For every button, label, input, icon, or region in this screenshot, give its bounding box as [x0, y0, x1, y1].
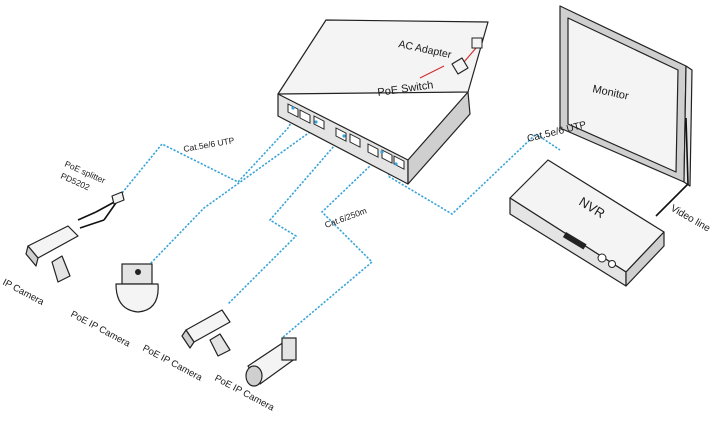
video-line-label: Video line: [669, 203, 713, 235]
box-camera-icon: PoE IP Camera: [141, 309, 231, 384]
switch-ports: [287, 103, 405, 170]
cat-utp-nvr-label: Cat.5e/6 UTP: [526, 120, 588, 145]
dome-camera-icon: PoE IP Camera: [69, 263, 159, 350]
monitor-icon: Monitor: [559, 5, 693, 187]
cable-bullet-camera: [281, 151, 383, 339]
ip-camera-icon: IP Camera: [1, 211, 105, 308]
poe-ip-camera-label-1: PoE IP Camera: [69, 309, 133, 350]
poe-splitter-icon: PoE splitter PD5202: [59, 159, 125, 221]
cat-250m-label: Cat.6/250m: [323, 205, 368, 229]
ip-camera-label: IP Camera: [1, 277, 47, 308]
cat-utp-left-label: Cat.5e/6 UTP: [183, 135, 236, 154]
cable-splitter: [117, 113, 297, 199]
poe-ip-camera-label-2: PoE IP Camera: [141, 343, 205, 384]
poe-switch-icon: PoE Switch: [277, 19, 489, 185]
video-line-cable: [655, 117, 689, 217]
nvr-icon: NVR: [509, 159, 665, 287]
